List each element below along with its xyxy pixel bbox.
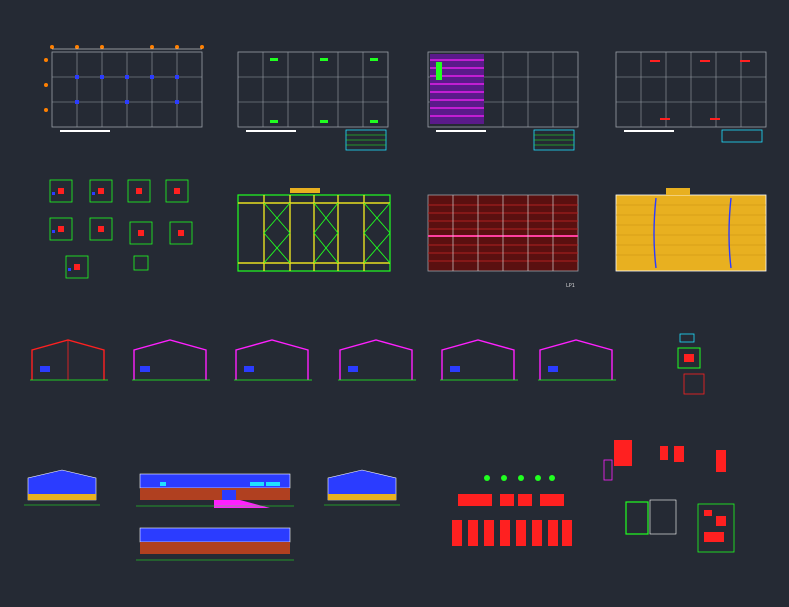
detail-tag: LP1 bbox=[566, 283, 575, 289]
connection-detail[interactable] bbox=[677, 333, 705, 395]
end-elevation-left[interactable] bbox=[24, 469, 100, 506]
plan-sheet-1[interactable] bbox=[44, 45, 204, 132]
bracing-plan[interactable] bbox=[237, 188, 391, 272]
foundation-details-group[interactable] bbox=[49, 179, 193, 279]
bolt-details[interactable] bbox=[452, 475, 572, 546]
misc-details[interactable] bbox=[603, 440, 735, 553]
plan-sheet-4[interactable] bbox=[615, 51, 767, 143]
side-elevation-rear[interactable] bbox=[136, 527, 294, 561]
purlin-plan[interactable]: LP1 bbox=[427, 194, 579, 289]
side-elevation-front[interactable] bbox=[136, 473, 294, 508]
frame-section-2[interactable] bbox=[132, 339, 210, 381]
roof-cladding-plan[interactable] bbox=[615, 188, 767, 272]
frame-section-1[interactable] bbox=[30, 339, 108, 381]
frame-section-6[interactable] bbox=[538, 339, 616, 381]
frame-section-4[interactable] bbox=[338, 339, 416, 381]
frame-section-5[interactable] bbox=[440, 339, 518, 381]
frame-section-3[interactable] bbox=[234, 339, 312, 381]
plan-sheet-3[interactable] bbox=[427, 51, 579, 151]
end-elevation-right[interactable] bbox=[324, 469, 400, 506]
plan-sheet-2[interactable] bbox=[237, 51, 389, 151]
